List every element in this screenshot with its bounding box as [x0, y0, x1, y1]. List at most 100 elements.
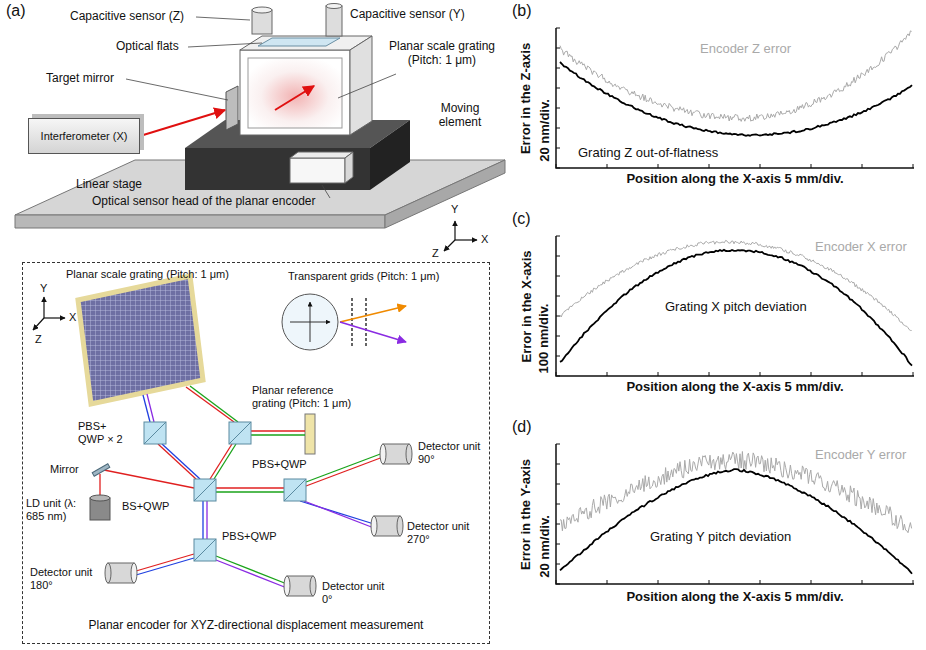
target-mirror	[226, 86, 238, 130]
light-beam	[210, 444, 232, 479]
plot-axis	[556, 444, 914, 584]
optical-flats	[258, 38, 340, 46]
grid-inset	[340, 306, 406, 322]
part-label: Moving element	[428, 102, 492, 130]
detector-unit	[284, 576, 290, 596]
detector-unit	[371, 516, 377, 536]
part-label: Capacitive sensor (Z)	[70, 10, 184, 24]
part-label: Planar scale grating (Pitch: 1 μm)	[66, 268, 229, 281]
detector-unit	[287, 576, 313, 596]
grating-holder	[275, 86, 314, 110]
part-label: Planar scale grating (Pitch: 1 μm)	[383, 40, 501, 68]
axis-title: Error in the Y-axis	[520, 458, 535, 569]
leader-line	[322, 185, 330, 198]
light-beam	[186, 387, 234, 422]
interferometer-box: Interferometer (X)	[28, 118, 140, 154]
detector-unit	[380, 444, 386, 464]
axis-triad	[454, 221, 455, 240]
sensor-head	[290, 152, 353, 183]
part-label: BS+QWP	[122, 500, 169, 513]
axis-scale: 20 nm/div.	[538, 515, 553, 578]
grid-inset	[282, 294, 406, 350]
laser-diode	[90, 495, 110, 520]
part-label: Detector unit 270°	[407, 520, 479, 545]
linear-stage	[15, 215, 385, 228]
grating-deviation-curve	[560, 250, 912, 366]
light-beam	[251, 434, 305, 435]
mirror	[92, 464, 110, 476]
plot-axis	[556, 28, 914, 168]
part-label: Detector unit 180°	[30, 566, 104, 591]
leader-line	[196, 17, 250, 20]
axis-tick	[556, 444, 913, 584]
scale-grating	[78, 276, 203, 404]
axis-title: Position along the X-axis 5 mm/div.	[626, 590, 843, 605]
capacitive-sensor	[252, 10, 272, 34]
leader-line	[338, 74, 396, 98]
axis-letter: X	[69, 311, 76, 324]
light-beam	[300, 501, 374, 524]
part-label: Target mirror	[46, 72, 114, 86]
node-text: Interferometer (X)	[41, 130, 128, 143]
optical-flats	[258, 38, 340, 46]
panel-tag: (b)	[512, 2, 532, 20]
light-beam	[216, 556, 287, 584]
axis-title: Position along the X-axis 5 mm/div.	[626, 172, 843, 187]
detector-unit	[105, 444, 412, 596]
light-beam	[136, 558, 194, 575]
light-beam	[216, 560, 287, 588]
part-label: Detector unit 90°	[418, 440, 488, 465]
grid-inset	[310, 302, 311, 342]
detector-unit	[131, 563, 137, 583]
target-mirror	[226, 86, 238, 130]
axis-letter: Z	[432, 247, 439, 260]
axis-triad	[444, 221, 477, 251]
mirror	[92, 464, 110, 476]
axis-tick	[556, 236, 913, 376]
detector-unit	[105, 563, 111, 583]
optical-cube	[194, 479, 216, 501]
curve-label: Grating Y pitch deviation	[650, 530, 791, 545]
grid-inset	[365, 298, 367, 346]
axis-triad	[33, 318, 44, 330]
part-label: PBS+ QWP × 2	[78, 420, 130, 445]
detector-unit	[374, 516, 400, 536]
part-label: PBS+QWP	[222, 530, 277, 543]
capacitive-sensor	[326, 6, 342, 36]
grating-holder	[240, 50, 350, 135]
moving-element	[370, 120, 410, 190]
part-label: Mirror	[50, 463, 79, 476]
laser-diode	[90, 495, 110, 501]
grid-inset	[340, 322, 406, 342]
light-beam	[99, 474, 100, 495]
leader-line	[188, 43, 262, 47]
optical-cube	[194, 539, 216, 561]
light-beam	[100, 386, 383, 588]
detector-unit	[383, 444, 409, 464]
axis-title: Error in the X-axis	[520, 250, 535, 362]
part-label: LD unit (λ: 685 nm)	[26, 497, 86, 522]
axis-scale: 100 nm/div.	[538, 303, 553, 373]
optical-cube	[144, 422, 166, 444]
encoder-error-curve	[560, 452, 912, 533]
capacitive-sensor	[252, 4, 342, 37]
curve-label: Grating X pitch deviation	[665, 300, 807, 315]
reference-grating	[305, 414, 315, 454]
axis-triad	[44, 317, 65, 318]
light-beam	[306, 457, 383, 486]
light-beam	[304, 501, 374, 528]
light-beam	[251, 430, 305, 431]
grating-deviation-curve	[560, 62, 912, 136]
axis-title: Error in the Z-axis	[520, 42, 535, 153]
leader-line	[126, 79, 228, 100]
light-beam	[214, 444, 236, 479]
encoder-error-curve	[560, 31, 912, 122]
grid-inset	[351, 298, 353, 346]
part-label: PBS+QWP	[252, 458, 307, 471]
capacitive-sensor	[326, 4, 342, 9]
moving-element	[185, 148, 370, 190]
light-beam	[104, 470, 194, 488]
light-beam	[216, 491, 284, 492]
light-beam	[143, 395, 150, 422]
